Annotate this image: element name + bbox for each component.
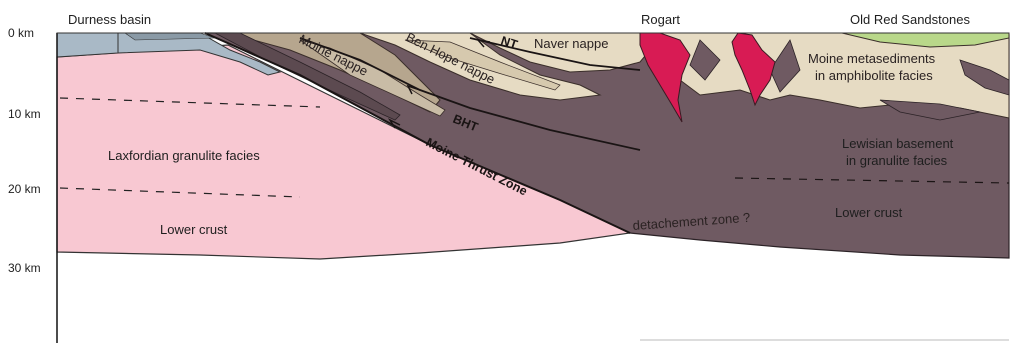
durness-basin-label: Durness basin [68, 12, 151, 27]
depth-label-10: 10 km [8, 107, 41, 121]
lewisian-label-line2: in granulite facies [846, 153, 948, 168]
moine-metasediments-label-line1: Moine metasediments [808, 51, 936, 66]
depth-label-30: 30 km [8, 261, 41, 275]
lower-crust-left-label: Lower crust [160, 222, 228, 237]
depth-label-0: 0 km [8, 26, 34, 40]
depth-label-20: 20 km [8, 182, 41, 196]
durness-basin-body [57, 33, 118, 57]
laxfordian-label: Laxfordian granulite facies [108, 148, 260, 163]
old-red-sandstones-label: Old Red Sandstones [850, 12, 970, 27]
naver-nappe-label: Naver nappe [534, 36, 608, 51]
moine-metasediments-label-line2: in amphibolite facies [815, 68, 933, 83]
rogart-label: Rogart [641, 12, 680, 27]
lower-crust-right-label: Lower crust [835, 205, 903, 220]
lewisian-label-line1: Lewisian basement [842, 136, 954, 151]
